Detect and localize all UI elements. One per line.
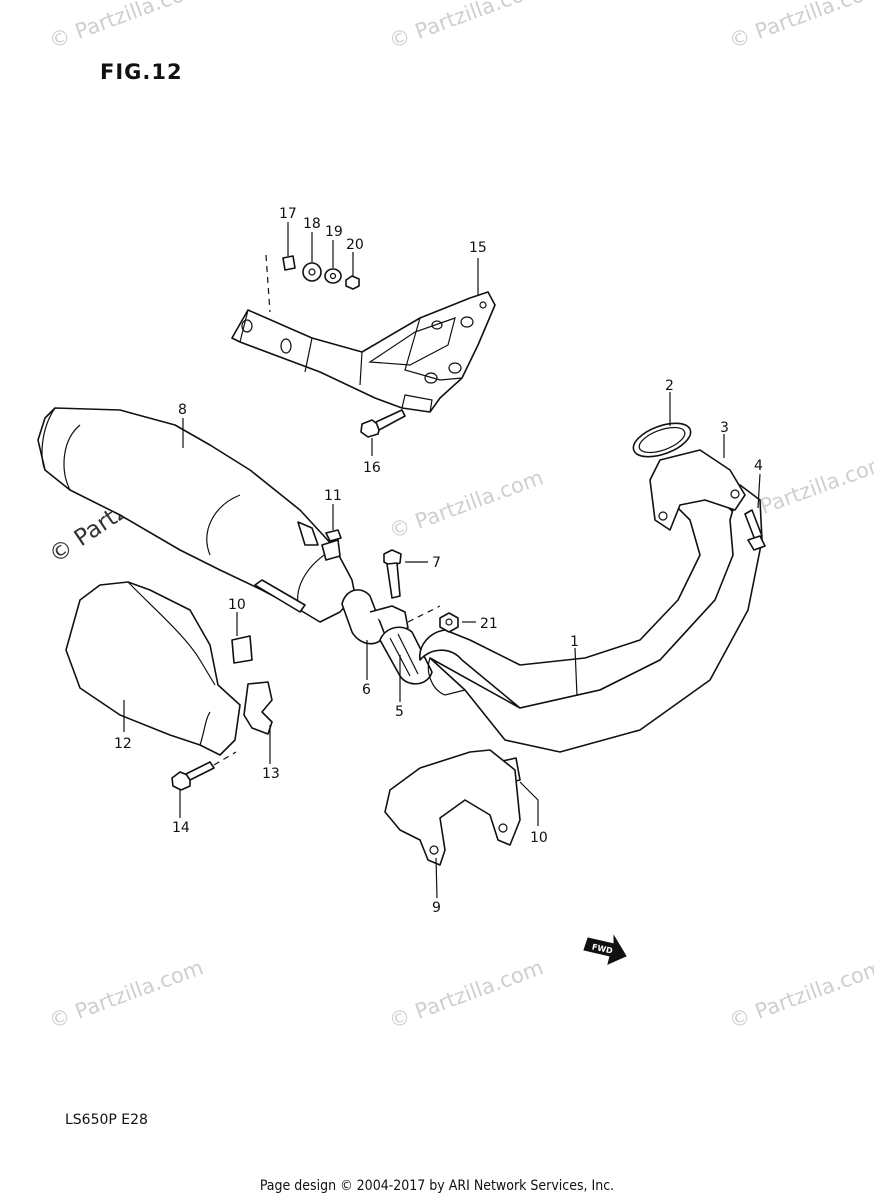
muffler-part-8 (37, 407, 356, 623)
callout-16: 16 (363, 460, 381, 476)
callout-2: 2 (665, 378, 674, 394)
bracket-part-15 (231, 291, 496, 413)
bolt-part-7 (383, 549, 402, 599)
callout-9: 9 (432, 900, 441, 916)
washer-part-19 (324, 268, 342, 284)
heat-shield-part-9 (384, 749, 521, 866)
callout-8: 8 (178, 402, 187, 418)
callout-20: 20 (346, 237, 364, 253)
callout-19: 19 (325, 224, 343, 240)
callout-1: 1 (570, 634, 579, 650)
fwd-label: FWD (591, 942, 614, 955)
callout-10-upper: 10 (228, 597, 246, 613)
callout-18: 18 (303, 216, 321, 232)
callout-numbers: 1 2 3 4 5 6 7 8 9 10 10 11 12 13 14 15 1… (114, 206, 763, 916)
callout-3: 3 (720, 420, 729, 436)
callout-11: 11 (324, 488, 342, 504)
callout-13: 13 (262, 766, 280, 782)
callout-17: 17 (279, 206, 297, 222)
bolt-part-16 (360, 409, 406, 438)
gasket-part-5 (379, 626, 433, 685)
nut-part-20 (345, 275, 360, 290)
leader-lines (123, 222, 761, 899)
callout-5: 5 (395, 704, 404, 720)
footer-copyright: Page design © 2004-2017 by ARI Network S… (259, 1178, 615, 1194)
callout-10-lower: 10 (530, 830, 548, 846)
forward-direction-arrow: FWD (583, 934, 627, 965)
model-code: LS650P E28 (65, 1112, 148, 1128)
callout-15: 15 (469, 240, 487, 256)
callout-14: 14 (172, 820, 190, 836)
bolt-part-14 (171, 761, 215, 791)
clamp-part-6 (341, 589, 409, 645)
callout-6: 6 (362, 682, 371, 698)
exhaust-pipe-part-1 (419, 469, 763, 753)
callout-21: 21 (480, 616, 498, 632)
collar-part-17 (282, 255, 296, 271)
callout-4: 4 (754, 458, 763, 474)
stud-part-4 (744, 509, 766, 551)
pad-part-10-upper (231, 635, 253, 664)
figure-title: FIG.12 (100, 60, 183, 84)
heat-shield-part-12 (65, 581, 241, 756)
clip-part-13 (243, 681, 273, 735)
cushion-part-18 (302, 262, 322, 282)
callout-7: 7 (432, 555, 441, 571)
flange-part-3 (649, 449, 746, 531)
callout-12: 12 (114, 736, 132, 752)
gasket-ring-part-2 (632, 422, 692, 458)
nut-part-21 (439, 612, 459, 633)
screw-part-11 (325, 529, 342, 542)
